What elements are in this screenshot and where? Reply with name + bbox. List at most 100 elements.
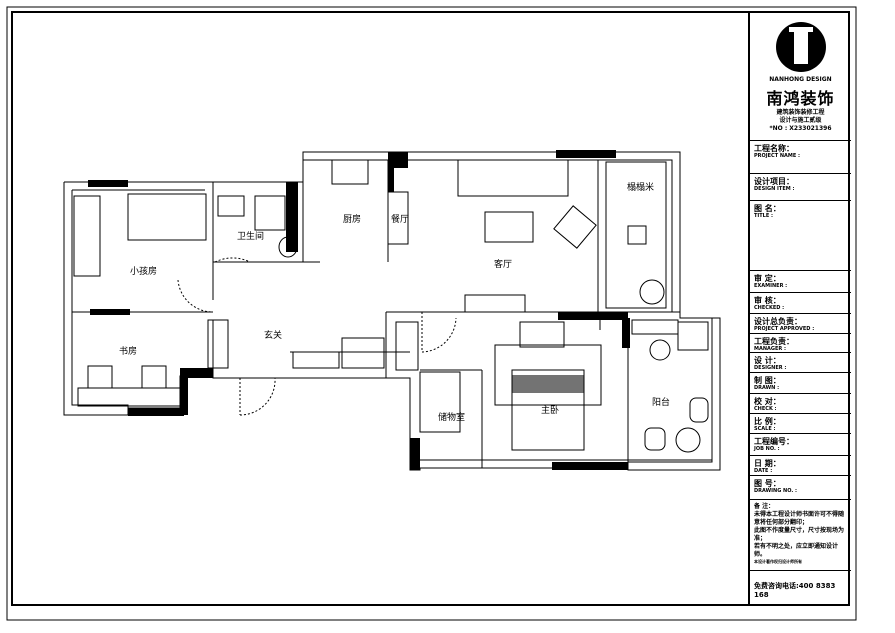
dining-table <box>387 191 409 245</box>
field-label-zh: 图 名： <box>754 204 781 213</box>
brand-name: 南鸿装饰 <box>766 89 835 108</box>
toilet <box>278 236 298 258</box>
field-label-en: DRAWN : <box>754 385 780 391</box>
title-field-row: 设 计：DESIGNER : <box>750 352 851 372</box>
room-label-balcony: 阳台 <box>652 396 670 408</box>
field-label-zh: 工程负责： <box>754 337 794 346</box>
title-field-row: 设计总负责：PROJECT APPROVED : <box>750 313 851 333</box>
field-label-en: SCALE : <box>754 426 776 432</box>
kitchen-sink <box>331 159 369 185</box>
field-label-zh: 日 期： <box>754 459 781 468</box>
field-label-en: DRAWING NO. : <box>754 488 798 494</box>
room-label-master: 主卧 <box>541 404 559 416</box>
inner-frame <box>11 11 850 606</box>
room-label-entrance: 玄关 <box>264 329 282 341</box>
tatami-table <box>627 225 647 245</box>
title-field-row: 工程编号：JOB NO. : <box>750 433 851 455</box>
field-label-zh: 图 号： <box>754 479 781 488</box>
title-field-row: 审 定：EXAMINER : <box>750 270 851 292</box>
room-label-kitchen: 厨房 <box>343 213 361 225</box>
study-chair <box>141 365 167 389</box>
field-label-en: TITLE : <box>754 213 774 219</box>
title-field-row: 比 例：SCALE : <box>750 413 851 433</box>
room-label-tatami: 榻榻米 <box>627 181 654 193</box>
wardrobe-tv <box>519 321 565 348</box>
study-desk <box>77 387 181 407</box>
field-label-en: PROJECT NAME : <box>754 153 801 159</box>
brand-en: NANHONG DESIGN <box>769 76 832 83</box>
hall-cabinet <box>395 321 419 371</box>
phone-section: 免费咨询电话:400 8383 168 <box>750 570 851 605</box>
room-label-living: 客厅 <box>494 258 512 270</box>
note-line: 未得本工程设计师书面许可不得随意将任何部分翻印； <box>754 511 845 526</box>
field-label-zh: 制 图： <box>754 376 781 385</box>
tv-cabinet <box>464 294 526 313</box>
title-field-row: 日 期：DATE : <box>750 455 851 475</box>
field-label-zh: 设计项目： <box>754 177 794 186</box>
company-logo: NANHONG DESIGN 南鸿装饰 建筑装饰装修工程 设计与施工贰级 *NO… <box>750 12 851 140</box>
cert-no: *NO : X233021396 <box>769 125 832 132</box>
phone-number: 免费咨询电话:400 8383 168 <box>754 582 836 599</box>
coffee-table <box>484 211 534 243</box>
note-small: 本设计著作权归设计师所有 <box>754 559 802 564</box>
balcony-stool <box>649 339 671 361</box>
field-label-en: DESIGNER : <box>754 365 787 371</box>
title-field-row: 工程名称：PROJECT NAME : <box>750 140 851 173</box>
washbasin <box>217 195 245 217</box>
storage-shelves <box>419 371 461 433</box>
field-label-zh: 工程名称： <box>754 144 794 153</box>
field-label-zh: 校 对： <box>754 397 781 406</box>
armchair <box>553 205 597 249</box>
balcony-chair <box>689 397 709 423</box>
field-label-en: PROJECT APPROVED : <box>754 326 815 332</box>
room-label-kids: 小孩房 <box>130 265 157 277</box>
tatami-chair <box>639 279 665 305</box>
title-field-row: 制 图：DRAWN : <box>750 372 851 393</box>
title-field-row: 校 对：CHECK : <box>750 393 851 413</box>
double-bed <box>511 369 585 451</box>
field-label-zh: 审 核： <box>754 296 781 305</box>
bedroom-rug <box>494 344 602 406</box>
balcony-cabinet <box>631 319 679 335</box>
room-label-dining: 餐厅 <box>391 213 409 225</box>
note-line: 若有不明之处，应立即通知设计师。 <box>754 543 839 558</box>
outer-border <box>6 6 857 621</box>
title-field-row: 设计项目：DESIGN ITEM : <box>750 173 851 200</box>
room-label-storage: 储物室 <box>438 411 465 423</box>
field-label-en: CHECKED : <box>754 305 785 311</box>
field-label-zh: 设 计： <box>754 356 781 365</box>
entry-cabinet <box>292 351 340 369</box>
study-chair <box>87 365 113 389</box>
field-label-en: JOB NO. : <box>754 446 780 452</box>
field-label-zh: 设计总负责： <box>754 317 802 326</box>
entry-bench <box>341 337 385 369</box>
field-label-en: MANAGER : <box>754 346 787 352</box>
sofa <box>457 159 569 197</box>
title-block: NANHONG DESIGN 南鸿装饰 建筑装饰装修工程 设计与施工贰级 *NO… <box>748 12 851 605</box>
tatami-platform <box>605 161 667 309</box>
title-field-row: 审 核：CHECKED : <box>750 292 851 313</box>
washing-machine <box>677 321 709 351</box>
note-line: 此图不作度量尺寸，尺寸按现场为准； <box>754 527 845 542</box>
notes-section: 备 注： 未得本工程设计师书面许可不得随意将任何部分翻印； 此图不作度量尺寸，尺… <box>750 499 851 570</box>
balcony-chair <box>644 427 666 451</box>
qualification-1: 建筑装饰装修工程 <box>776 109 825 116</box>
kids-bed <box>127 193 207 241</box>
room-label-study: 书房 <box>119 345 137 357</box>
shower <box>254 195 286 231</box>
floor-plan <box>63 150 721 471</box>
notes-title: 备 注： <box>754 503 775 510</box>
field-label-en: DESIGN ITEM : <box>754 186 795 192</box>
room-label-bathroom: 卫生间 <box>237 230 264 242</box>
kids-wardrobe <box>73 195 101 277</box>
shoe-cabinet <box>207 319 229 369</box>
field-label-zh: 审 定： <box>754 274 781 283</box>
field-label-en: CHECK : <box>754 406 777 412</box>
title-field-row: 图 名：TITLE : <box>750 200 851 270</box>
field-label-en: EXAMINER : <box>754 283 788 289</box>
field-label-en: DATE : <box>754 468 773 474</box>
balcony-table <box>675 427 701 453</box>
column-logo-icon <box>775 22 826 72</box>
qualification-2: 设计与施工贰级 <box>779 117 822 124</box>
